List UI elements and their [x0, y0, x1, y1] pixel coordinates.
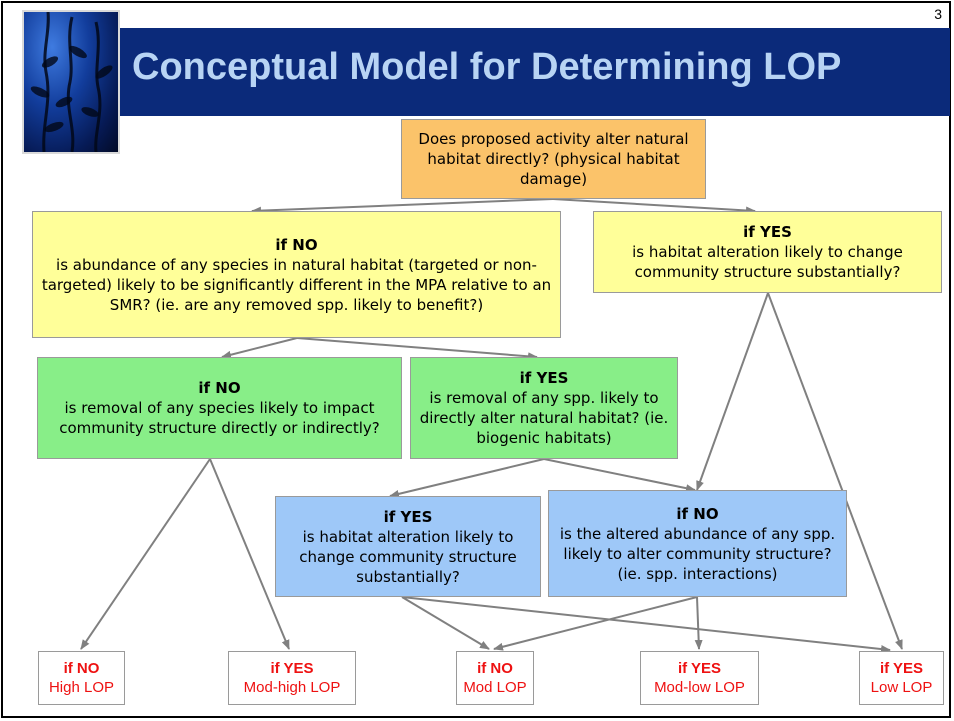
result-label: Mod-low LOP	[654, 679, 745, 696]
arrow-yes2-to-yes3	[389, 458, 545, 498]
level3-yes-heading: if YES	[383, 507, 433, 526]
page-number: 3	[934, 6, 942, 22]
arrow-yes1-to-no3	[696, 292, 769, 491]
level3-yes-box: if YES is habitat alteration likely to c…	[275, 496, 541, 597]
arrow-yes1-to-low	[767, 292, 903, 650]
level1-no-text: is abundance of any species in natural h…	[41, 255, 552, 314]
arrow-no2-to-high	[80, 458, 211, 650]
result-heading: if YES	[270, 660, 314, 677]
arrow-yes2-to-no3	[543, 458, 696, 493]
level2-yes-text: is removal of any spp. likely to directl…	[419, 389, 669, 447]
result-heading: if YES	[879, 660, 924, 677]
result-label: Mod-high LOP	[243, 679, 341, 696]
level2-no-text: is removal of any species likely to impa…	[59, 399, 380, 437]
arrow-yes3-to-low	[401, 596, 891, 654]
result-mod-lop: if NO Mod LOP	[456, 651, 534, 705]
result-heading: if YES	[677, 660, 722, 677]
result-heading: if NO	[477, 660, 513, 677]
result-mod-high-lop: if YES Mod-high LOP	[228, 651, 356, 705]
level1-yes-box: if YES is habitat alteration likely to c…	[593, 211, 942, 293]
level2-yes-heading: if YES	[519, 369, 569, 387]
level1-no-box: if NO is abundance of any species in nat…	[32, 211, 561, 338]
level2-no-box: if NO is removal of any species likely t…	[37, 357, 402, 459]
level3-no-box: if NO is the altered abundance of any sp…	[548, 490, 847, 597]
result-high-lop: if NO High LOP	[38, 651, 125, 705]
level3-yes-text: is habitat alteration likely to change c…	[299, 527, 517, 586]
arrow-root-to-yes1	[552, 198, 756, 215]
arrow-no1-to-yes2	[296, 337, 538, 361]
result-label: Mod LOP	[463, 679, 527, 696]
title-band	[22, 28, 950, 116]
level3-no-text: is the altered abundance of any spp. lik…	[559, 524, 836, 583]
result-heading: if NO	[63, 660, 100, 677]
kelp-silhouette-icon	[30, 12, 113, 152]
level2-yes-box: if YES is removal of any spp. likely to …	[410, 357, 678, 459]
level1-yes-heading: if YES	[743, 223, 792, 241]
result-low-lop: if YES Low LOP	[859, 651, 944, 705]
arrow-root-to-no1	[251, 198, 554, 215]
level2-no-heading: if NO	[198, 379, 241, 397]
arrow-yes3-to-mod	[401, 596, 490, 650]
root-question-text: Does proposed activity alter natural hab…	[418, 130, 689, 188]
arrow-no1-to-no2	[221, 337, 298, 359]
slide-title: Conceptual Model for Determining LOP	[132, 46, 842, 88]
kelp-forest-image	[22, 10, 120, 154]
result-label: Low LOP	[870, 679, 933, 696]
arrow-no3-to-mod	[493, 596, 698, 651]
level1-yes-text: is habitat alteration likely to change c…	[632, 243, 903, 281]
result-label: High LOP	[48, 679, 115, 696]
result-mod-low-lop: if YES Mod-low LOP	[640, 651, 759, 705]
arrow-no3-to-modlow	[694, 596, 703, 650]
arrow-no2-to-modhigh	[209, 458, 290, 650]
level1-no-heading: if NO	[275, 235, 318, 254]
level3-no-heading: if NO	[676, 504, 719, 523]
root-question-box: Does proposed activity alter natural hab…	[401, 119, 706, 199]
